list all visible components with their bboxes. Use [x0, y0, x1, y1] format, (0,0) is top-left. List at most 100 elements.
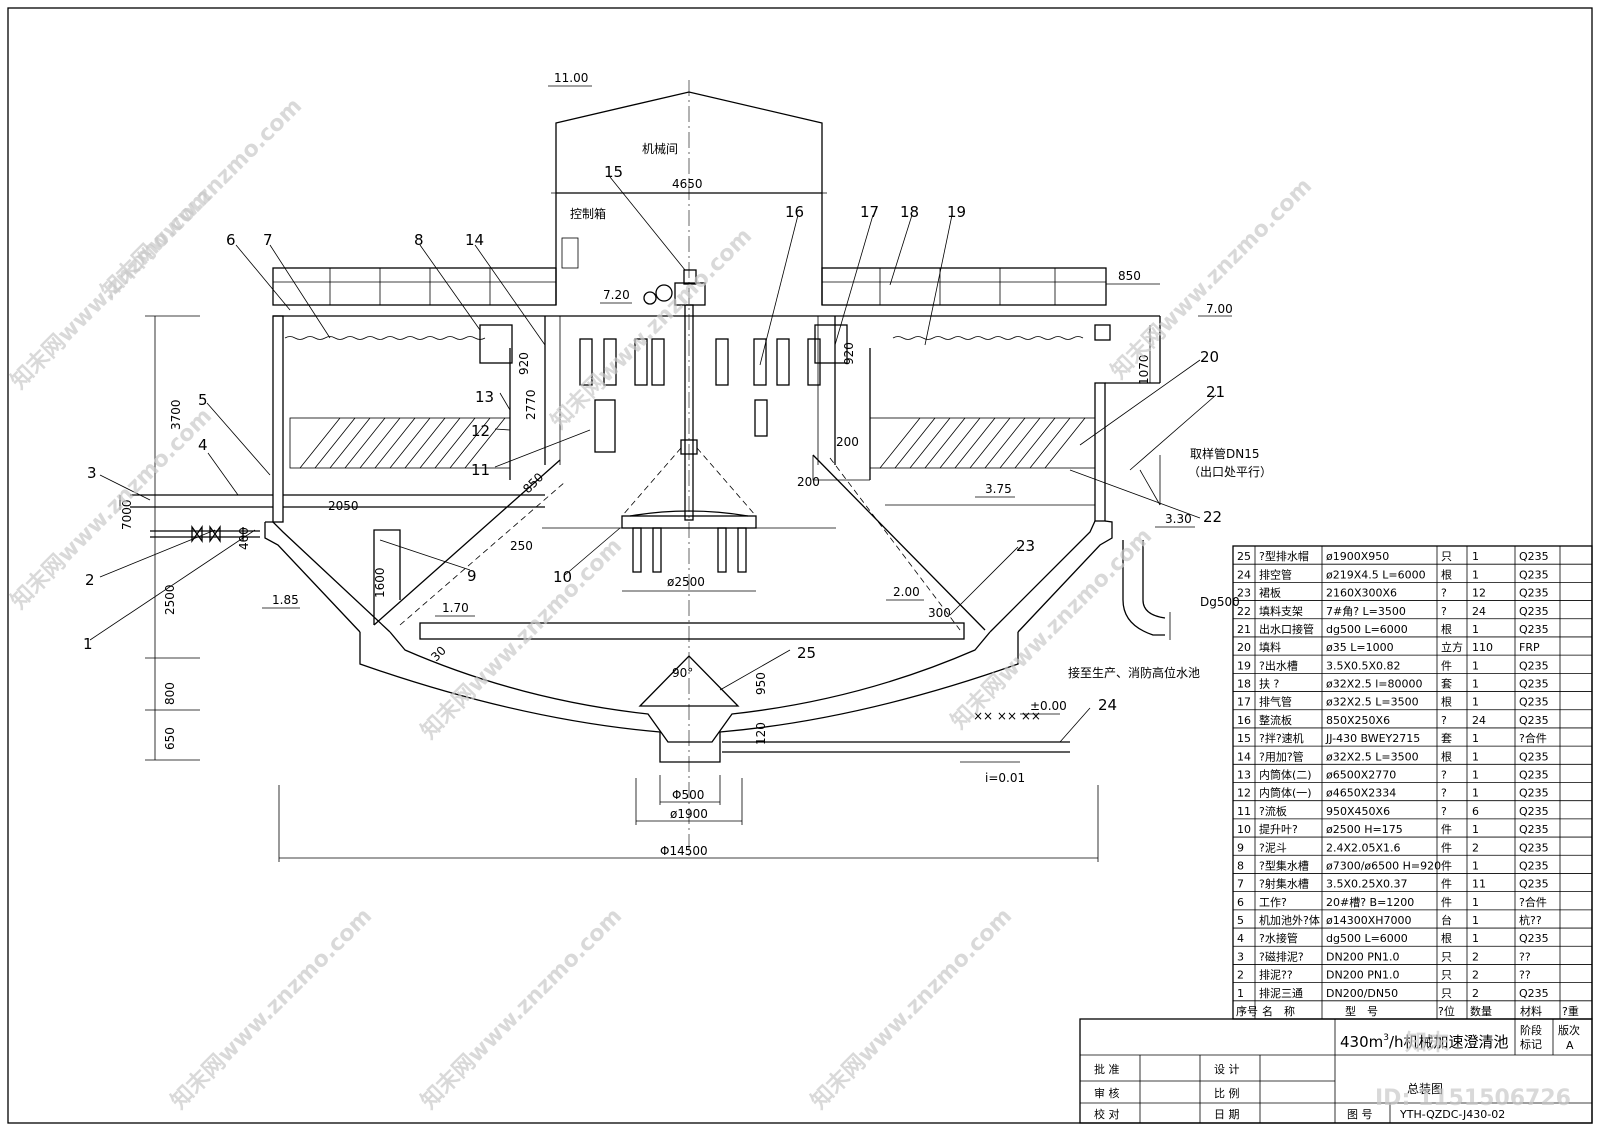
bom-cell: JJ-430 BWEY2715 [1325, 732, 1420, 745]
bom-cell: 16 [1237, 714, 1251, 727]
x-marks: ×× ×× ×× [973, 709, 1041, 723]
bom-cell: 内筒体(一) [1259, 786, 1312, 800]
callout-20: 20 [1200, 348, 1219, 366]
callout-4: 4 [198, 436, 208, 454]
dim-300: 300 [928, 606, 951, 620]
bom-cell: 6 [1237, 896, 1244, 909]
dim-phi2500: ø2500 [667, 575, 705, 589]
bom-cell: 根 [1441, 749, 1452, 763]
bom-header-cell: 数量 [1470, 1005, 1492, 1018]
bom-cell: Q235 [1519, 678, 1549, 691]
bom-cell: ? [1441, 787, 1447, 800]
bom-cell: dg500 L=6000 [1326, 623, 1408, 636]
sludge-plate [419, 622, 965, 640]
bom-cell: ? [1441, 587, 1447, 600]
dim-120: 120 [754, 722, 768, 745]
bom-cell: Q235 [1519, 587, 1549, 600]
elev-1-85: 1.85 [272, 593, 299, 607]
bom-cell: Q235 [1519, 787, 1549, 800]
watermark-id: ID: 1151506726 [1375, 1086, 1571, 1111]
bom-cell: Q235 [1519, 550, 1549, 563]
watermark-10: 知末网www.znzmo.com [166, 903, 377, 1114]
callout-13: 13 [475, 388, 494, 406]
bom-cell: 13 [1237, 769, 1251, 782]
bom-cell: Q235 [1519, 859, 1549, 872]
tb-version: A [1566, 1039, 1574, 1052]
bom-cell: Q235 [1519, 623, 1549, 636]
bom-cell: ?磁排泥? [1259, 949, 1304, 963]
tb-review: 审 核 [1094, 1086, 1120, 1100]
callout-numbers: 1 2 3 4 5 6 7 8 9 10 11 12 13 14 15 16 1… [83, 163, 1225, 714]
bom-cell: 22 [1237, 605, 1251, 618]
control-box-label: 控制箱 [570, 206, 606, 221]
bom-cell: 2 [1237, 969, 1244, 982]
bom-cell: 12 [1472, 587, 1486, 600]
bom-cell: 件 [1441, 896, 1452, 909]
bom-cell: ø32X2.5 L=3500 [1326, 696, 1419, 709]
walkway-handrail [272, 267, 1160, 317]
bom-cell: 2 [1472, 969, 1479, 982]
bom-header-cell: 材料 [1520, 1004, 1542, 1018]
bom-cell: Q235 [1519, 659, 1549, 672]
bom-header-cell: 名 称 [1262, 1004, 1295, 1018]
sample-pipe-label: 取样管DN15 [1190, 446, 1260, 461]
bom-cell: Q235 [1519, 878, 1549, 891]
bom-cell: Q235 [1519, 605, 1549, 618]
water-surface-right [892, 336, 1084, 340]
bom-cell: Q235 [1519, 823, 1549, 836]
dim-920a: 920 [517, 352, 531, 375]
bom-cell: Q235 [1519, 987, 1549, 1000]
dim-950: 950 [754, 672, 768, 695]
outlet-pipe [1122, 580, 1165, 636]
bom-cell: 110 [1472, 641, 1493, 654]
dim-7000: 7000 [120, 499, 134, 530]
bom-cell: 件 [1441, 659, 1452, 672]
bom-cell: 4 [1237, 932, 1244, 945]
bom-cell: 1 [1472, 732, 1479, 745]
bom-cell: 扶 ? [1259, 677, 1279, 691]
bom-cell: 20#槽? B=1200 [1326, 896, 1414, 909]
dg500-label: Dg500 [1200, 595, 1240, 609]
tb-version-label: 版次 [1558, 1023, 1580, 1037]
bom-cell: Q235 [1519, 714, 1549, 727]
bom-cell: 只 [1441, 969, 1452, 982]
dim-phi1900: ø1900 [670, 807, 708, 821]
bom-header-cell: 型 号 [1345, 1004, 1378, 1018]
callout-21: 21 [1206, 383, 1225, 401]
elev-7-20: 7.20 [603, 288, 630, 302]
dim-200b: 200 [797, 475, 820, 489]
bom-cell: 25 [1237, 550, 1251, 563]
tb-drawing-no: YTH-QZDC-J430-02 [1399, 1108, 1505, 1121]
elev-7-00: 7.00 [1206, 302, 1233, 316]
bom-cell: 1 [1472, 750, 1479, 763]
bom-header-cell: ?位 [1438, 1004, 1455, 1018]
angle-90: 90° [672, 666, 693, 680]
bom-cell: 1 [1472, 896, 1479, 909]
bom-cell: 填料支架 [1259, 604, 1303, 618]
tb-scale: 比 例 [1214, 1086, 1240, 1100]
gear-wheel [643, 291, 657, 305]
bom-cell: 6 [1472, 805, 1479, 818]
bom-cell: ?型集水槽 [1259, 858, 1309, 872]
bom-cell: 排空管 [1259, 567, 1292, 581]
bom-cell: Q235 [1519, 769, 1549, 782]
dim-4650: 4650 [672, 177, 703, 191]
callout-7: 7 [263, 231, 273, 249]
callout-9: 9 [467, 567, 477, 585]
title-subtitle: 总装图 [1407, 1082, 1443, 1096]
bom-cell: ?出水槽 [1259, 658, 1298, 672]
dim-200a: 200 [836, 435, 859, 449]
machine-room-label: 机械间 [642, 141, 678, 156]
bom-cell: 3.5X0.5X0.82 [1326, 659, 1401, 672]
drain-cap [638, 655, 740, 707]
callout-24: 24 [1098, 696, 1117, 714]
callout-5: 5 [198, 391, 208, 409]
bom-cell: 12 [1237, 787, 1251, 800]
bom-cell: 件 [1441, 823, 1452, 836]
bom-cell: Q235 [1519, 696, 1549, 709]
bom-cell: 排泥三通 [1259, 986, 1303, 1000]
dim-650: 650 [163, 727, 177, 750]
flow-boards [579, 338, 821, 453]
bom-cell: ? [1441, 714, 1447, 727]
